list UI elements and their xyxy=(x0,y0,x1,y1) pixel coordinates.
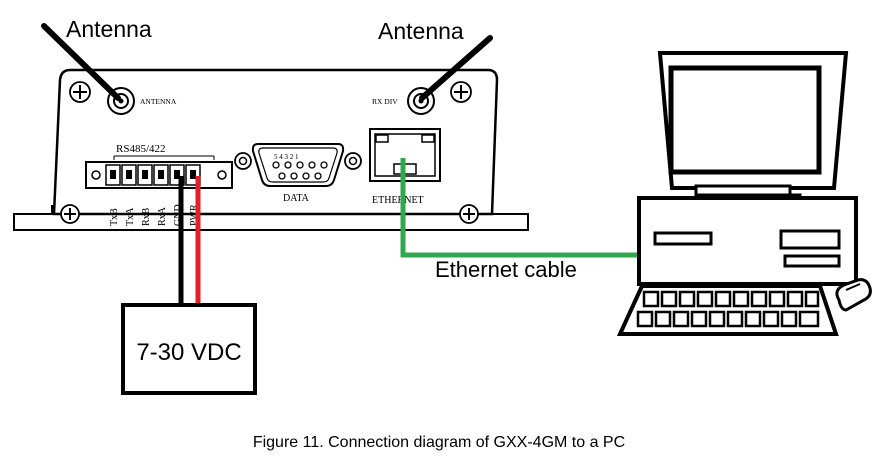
antenna-left xyxy=(41,23,121,101)
ethernet-cable xyxy=(400,158,638,258)
screw-icon xyxy=(69,81,91,103)
serial-pin-numbers: 5 4 3 2 1 xyxy=(274,153,299,161)
ethernet-cable-label: Ethernet cable xyxy=(435,257,577,282)
terminal-block xyxy=(85,161,233,189)
ethernet-port-label: ETHERNET xyxy=(372,195,424,206)
device: ANTENNA RX DIV RS485/422 xyxy=(13,68,529,231)
power-supply-label: 7-30 VDC xyxy=(136,339,241,366)
pin-label-txa: TxA xyxy=(125,207,136,226)
rx-div-port-label: RX DIV xyxy=(372,97,398,106)
computer-icon xyxy=(616,51,872,336)
mouse-icon xyxy=(835,278,872,312)
pin-label-rxa: RxA xyxy=(157,206,168,226)
antenna-port-label: ANTENNA xyxy=(140,97,177,106)
figure-caption: Figure 11. Connection diagram of GXX-4GM… xyxy=(253,434,625,451)
antenna-right xyxy=(419,35,493,101)
power-supply-box xyxy=(121,303,257,395)
screw-icon xyxy=(60,204,80,224)
rs485-label: RS485/422 xyxy=(116,143,166,155)
screw-icon xyxy=(459,204,479,224)
pin-label-txb: TxB xyxy=(109,208,120,226)
screw-icon xyxy=(450,81,472,103)
pin-label-rxb: RxB xyxy=(141,207,152,226)
pin-label-pwr: PWR xyxy=(189,204,200,226)
antenna-left-label: Antenna xyxy=(66,16,152,42)
db9-serial-port: 5 4 3 2 1 xyxy=(234,143,362,187)
data-port-label: DATA xyxy=(283,193,310,204)
antenna-right-label: Antenna xyxy=(378,18,464,44)
